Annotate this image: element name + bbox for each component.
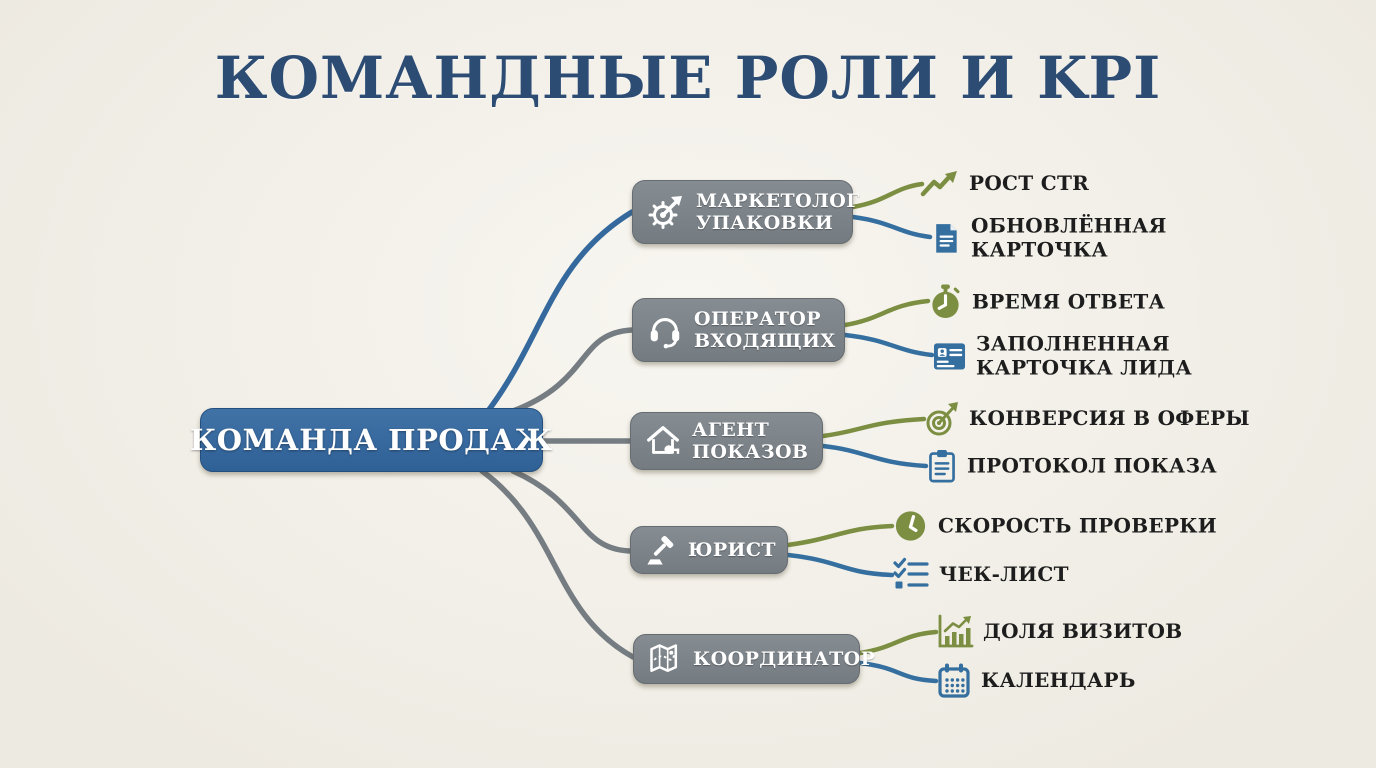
kpi-visit-share: ДОЛЯ ВИЗИТОВ [936,614,1182,650]
kpi-label: КОНВЕРСИЯ В ОФЕРЫ [969,406,1250,431]
connector-role-2-kpi-0 [820,416,927,439]
kpi-response-time: ВРЕМЯ ОТВЕТА [928,284,1165,321]
kpi-lead-card: ЗАПОЛНЕННАЯ КАРТОЧКА ЛИДА [932,332,1192,379]
role-label: ОПЕРАТОР ВХОДЯЩИХ [694,307,836,352]
role-label: ЮРИСТ [688,538,776,561]
stopwatch-icon [928,284,963,321]
calendar-icon [936,662,972,700]
kpi-label: ЧЕК-ЛИСТ [939,562,1069,587]
role-node-operator: ОПЕРАТОР ВХОДЯЩИХ [632,298,845,362]
central-node-sales-team: КОМАНДА ПРОДАЖ [190,408,553,472]
kpi-updated-card: ОБНОВЛЁННАЯ КАРТОЧКА [930,214,1167,261]
connector-central-to-role-4 [479,468,636,660]
connector-central-to-role-0 [485,209,635,414]
connector-role-4-kpi-1 [857,660,939,684]
chart-growth-icon [936,614,974,650]
clipboard-icon [926,448,958,485]
clock-icon [892,508,929,545]
kpi-calendar: КАЛЕНДАРЬ [936,662,1136,700]
connector-central-to-role-1 [510,327,635,414]
kpi-review-speed: СКОРОСТЬ ПРОВЕРКИ [892,508,1217,545]
role-node-agent: АГЕНТ ПОКАЗОВ [630,412,823,470]
role-label: КООРДИНАТОР [693,647,876,670]
connector-role-3-kpi-0 [785,523,895,548]
connector-role-3-kpi-1 [785,552,895,578]
connector-role-0-kpi-1 [850,214,933,240]
connector-role-2-kpi-1 [820,443,929,469]
role-node-marketer: МАРКЕТОЛОГ УПАКОВКИ [632,180,859,244]
kpi-offer-conversion: КОНВЕРСИЯ В ОФЕРЫ [924,400,1250,438]
kpi-label: КАЛЕНДАРЬ [981,668,1136,693]
kpi-label: ДОЛЯ ВИЗИТОВ [983,619,1183,644]
role-node-lawyer: ЮРИСТ [630,526,788,574]
kpi-ctr-growth: РОСТ CTR [920,168,1089,200]
connector-role-1-kpi-0 [842,298,931,328]
page-title: КОМАНДНЫЕ РОЛИ И KPI [214,44,1162,112]
map-icon [647,641,683,677]
kpi-label: ОБНОВЛЁННАЯ КАРТОЧКА [971,213,1167,261]
kpi-label: СКОРОСТЬ ПРОВЕРКИ [938,513,1217,538]
kpi-label: ВРЕМЯ ОТВЕТА [972,289,1166,314]
connector-central-to-role-3 [510,468,633,554]
checklist-icon [892,556,930,594]
connector-role-4-kpi-0 [857,629,939,656]
kpi-label: РОСТ CTR [969,171,1090,196]
headset-icon [646,311,684,349]
trend-up-icon [920,168,960,200]
kpi-label: ЗАПОЛНЕННАЯ КАРТОЧКА ЛИДА [976,331,1193,379]
role-label: МАРКЕТОЛОГ УПАКОВКИ [696,189,860,234]
role-label: АГЕНТ ПОКАЗОВ [692,418,809,463]
connector-role-1-kpi-1 [842,332,935,358]
target-dart-icon [924,400,960,438]
kpi-showing-protocol: ПРОТОКОЛ ПОКАЗА [926,448,1217,485]
kpi-checklist: ЧЕК-ЛИСТ [892,556,1069,594]
gavel-icon [644,533,678,567]
document-icon [930,220,962,256]
house-key-icon [644,422,682,460]
role-node-coordinator: КООРДИНАТОР [633,634,875,684]
central-node-label: КОМАНДА ПРОДАЖ [189,423,554,457]
connector-role-0-kpi-0 [850,181,925,210]
lead-card-icon [932,340,967,372]
kpi-label: ПРОТОКОЛ ПОКАЗА [967,453,1217,478]
gear-growth-icon [646,192,686,232]
